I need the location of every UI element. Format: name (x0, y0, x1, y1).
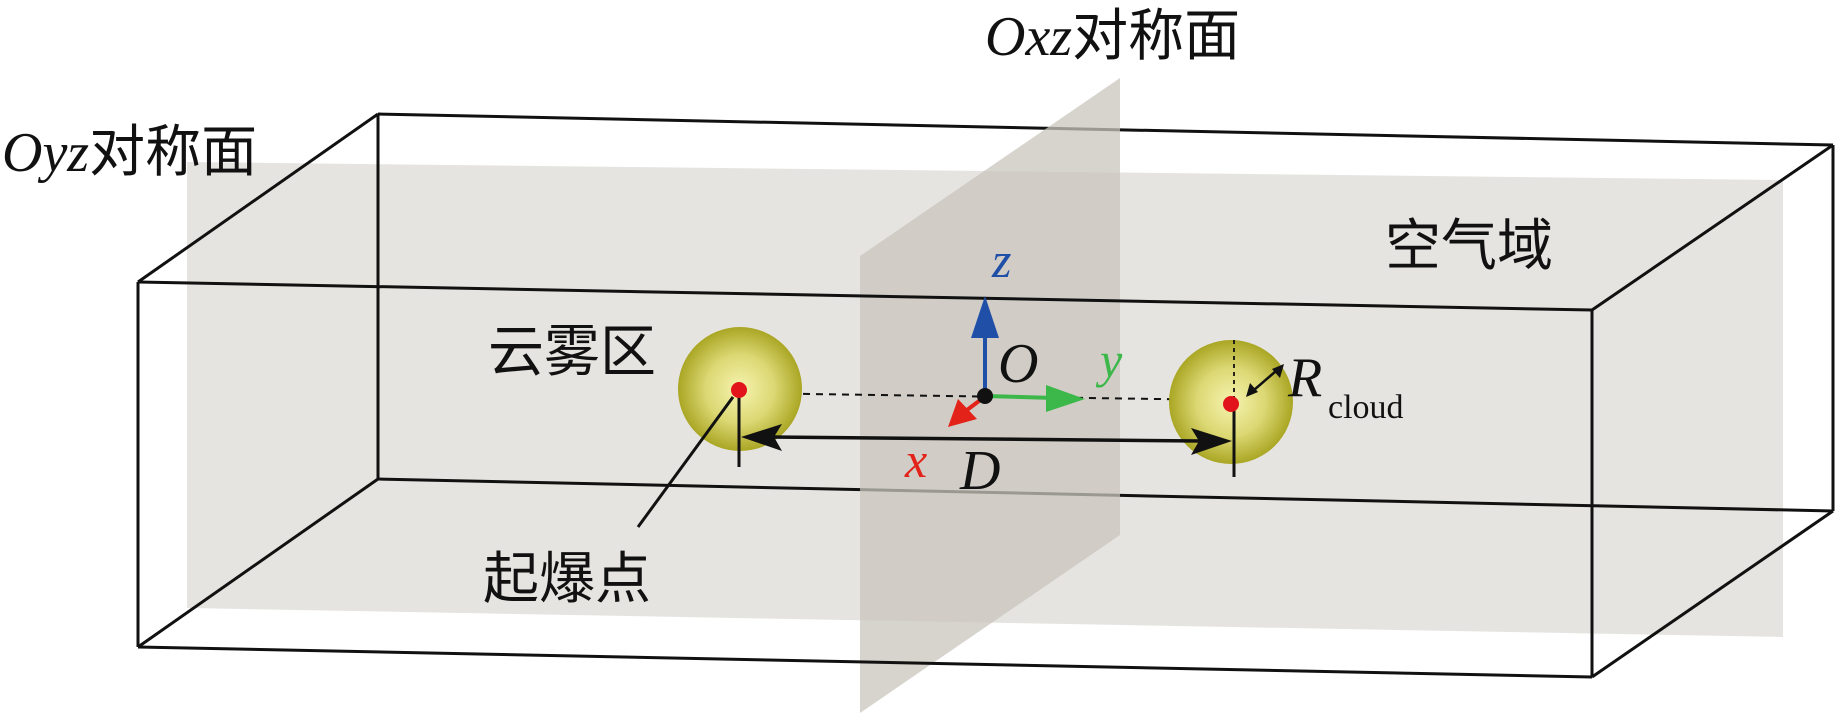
distance-arrow (741, 424, 1232, 455)
y-axis-arrowhead (1046, 385, 1085, 412)
air-domain-label: 空气域 (1385, 214, 1553, 279)
detonation-dot-right (1223, 396, 1239, 412)
air-domain-box-front (136, 112, 1834, 679)
detonation-leader-line (636, 396, 735, 528)
y-axis-label: y (1095, 332, 1123, 388)
origin-dot (977, 388, 993, 404)
cloud-region-label: 云雾区 (488, 320, 656, 385)
x-axis-arrowhead (948, 399, 977, 427)
radius-arrow (1246, 364, 1284, 397)
oxz-plane-label: Oxz对称面 (985, 4, 1240, 69)
oyz-plane-label: Oyz对称面 (2, 120, 257, 185)
distance-label: D (959, 440, 1000, 502)
detonation-dot-left (731, 382, 747, 398)
origin-label: O (998, 333, 1038, 395)
radius-subscript: cloud (1328, 389, 1404, 426)
radius-label: R (1287, 347, 1322, 409)
coordinate-axes (948, 296, 1085, 427)
detonation-point-label: 起爆点 (483, 547, 651, 612)
x-axis-label: x (904, 432, 927, 488)
z-axis-label: z (991, 232, 1011, 288)
z-axis-arrowhead (971, 296, 999, 338)
center-dashed-line (737, 392, 1229, 401)
